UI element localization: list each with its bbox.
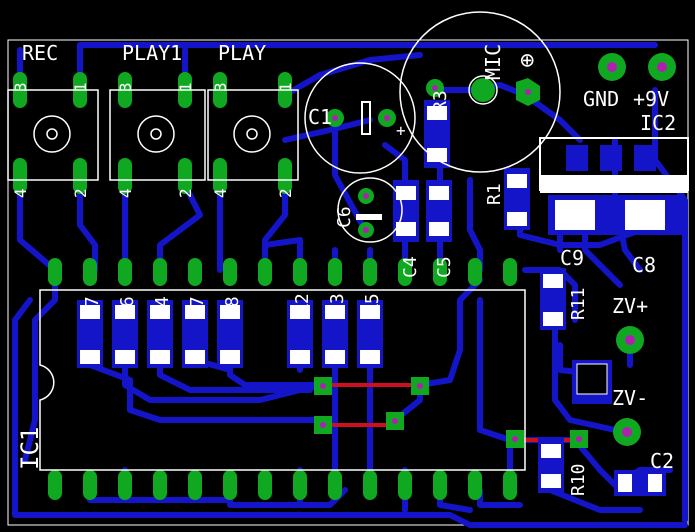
label-play: PLAY	[218, 41, 266, 65]
label-mic: MIC	[481, 44, 505, 80]
label-rec: REC	[22, 41, 58, 65]
rec-pin-4: 4	[11, 188, 30, 198]
smd-c2	[614, 470, 666, 496]
smd-r10	[538, 438, 564, 493]
label-zv-minus: ZV-	[612, 386, 648, 410]
rec-pin-3: 3	[11, 82, 30, 92]
smd-c5	[426, 180, 452, 242]
label-r2: R2	[292, 293, 313, 315]
label-c8: C8	[632, 253, 656, 277]
smd-r4	[147, 300, 173, 368]
label-r1: R1	[484, 183, 505, 205]
play1-pin-1: 1	[176, 82, 195, 92]
smd-r2	[287, 300, 313, 368]
smd-parts	[77, 100, 689, 496]
label-r5: R5	[362, 293, 383, 315]
pad-drill-holes	[320, 62, 667, 442]
play-pin-4: 4	[211, 188, 230, 198]
rec-pin-1: 1	[71, 82, 90, 92]
play1-pin-3: 3	[116, 82, 135, 92]
smd-r5	[357, 300, 383, 368]
label-r10: R10	[568, 463, 589, 496]
label-mic-polarity: ⊕	[520, 46, 534, 74]
c6-polarity-bar	[356, 214, 382, 220]
smd-r3	[424, 100, 450, 168]
label-c3: C3	[327, 293, 348, 315]
label-reg-plus: +	[396, 121, 406, 140]
label-c9: C9	[560, 246, 584, 270]
label-c5: C5	[434, 256, 455, 278]
label-c2: C2	[650, 449, 674, 473]
smd-c4	[393, 180, 419, 242]
play-pin-1: 1	[276, 82, 295, 92]
c1-polarity-bar	[361, 101, 371, 135]
label-r6: R6	[117, 296, 138, 318]
play1-pin-2: 2	[176, 188, 195, 198]
label-ic2: IC2	[640, 111, 676, 135]
label-r3: R3	[430, 90, 451, 112]
label-c1: C1	[308, 105, 332, 129]
label-r8: R8	[222, 296, 243, 318]
label-gnd: GND	[583, 87, 619, 111]
smd-c7	[77, 300, 103, 368]
label-c7: C7	[82, 296, 103, 318]
label-zv-plus: ZV+	[612, 294, 648, 318]
silkscreen-labels: REC PLAY1 PLAY GND +9V IC2 MIC ⊕ IC1 ZV+…	[11, 41, 676, 496]
smd-sot-chip	[572, 360, 612, 404]
play-pin-2: 2	[276, 188, 295, 198]
label-r7: R7	[187, 296, 208, 318]
smd-r6	[112, 300, 138, 368]
label-r4: R4	[152, 296, 173, 318]
label-r11: R11	[568, 287, 589, 320]
label-play1: PLAY1	[122, 41, 182, 65]
play1-pin-4: 4	[116, 188, 135, 198]
smd-r11	[540, 268, 566, 330]
smd-r7	[182, 300, 208, 368]
smd-c3	[322, 300, 348, 368]
silkscreen-outlines	[7, 11, 561, 471]
smd-r8	[217, 300, 243, 368]
label-c4: C4	[400, 256, 421, 278]
play-pin-3: 3	[211, 82, 230, 92]
smd-r1	[504, 168, 530, 230]
label-plus9v: +9V	[633, 87, 669, 111]
label-c6: C6	[334, 206, 355, 228]
rec-pin-2: 2	[71, 188, 90, 198]
label-ic1: IC1	[16, 427, 44, 470]
ic2-regulator	[539, 137, 689, 235]
